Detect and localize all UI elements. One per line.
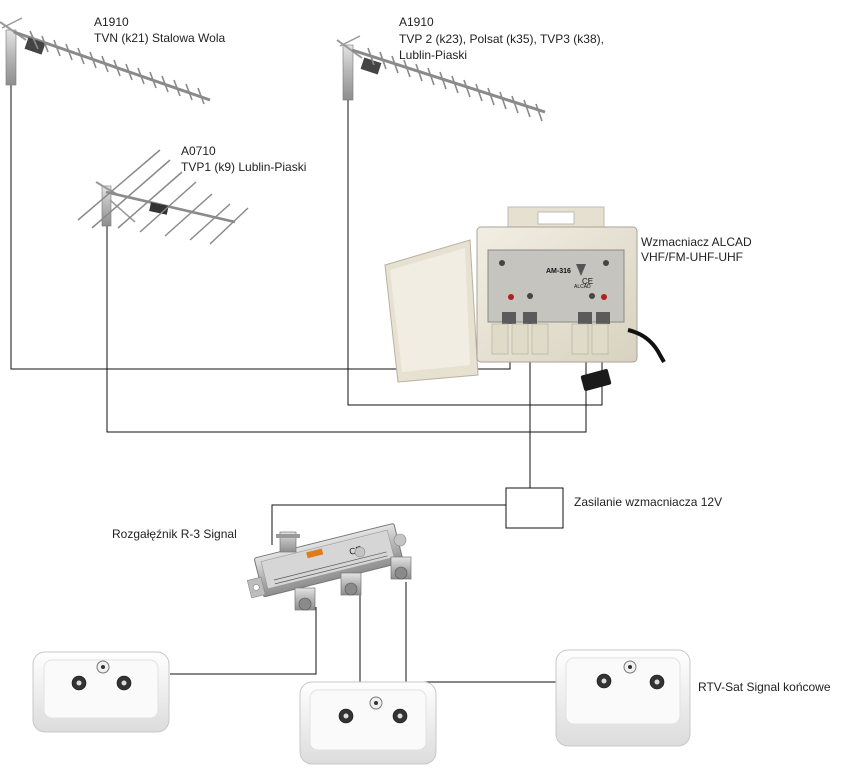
cable-lublin-antenna [347, 96, 603, 406]
antenna-tvn-a1910 [0, 17, 211, 105]
amplifier-model-text: AM-316 [546, 268, 571, 275]
splitter-r3-signal: CE [246, 523, 412, 611]
alcad-logo-icon [576, 264, 586, 276]
wall-outlet-left [32, 651, 170, 733]
cable-splitter-outlet-left [170, 607, 317, 675]
antenna-vhf-model-label: A0710 [181, 144, 216, 158]
amplifier-ce-text: CE [582, 277, 593, 286]
amplifier-brand-text: ALCAD [574, 284, 591, 290]
cable-power-to-splitter [271, 504, 506, 545]
splitter-output-connector-2 [340, 572, 362, 596]
power-supply-box [505, 487, 564, 529]
antenna-lublin-location-label: Lublin-Piaski [399, 48, 468, 62]
antenna-lublin-channels-label: TVP 2 (k23), Polsat (k35), TVP3 (k38), [399, 32, 604, 46]
antenna-tvn-channels-label: TVN (k21) Stalowa Wola [94, 31, 226, 45]
amplifier-alcad: AM-316 ALCAD CE [384, 206, 666, 391]
antenna-lublin-model-label: A1910 [399, 15, 434, 29]
splitter-output-connector-1 [294, 587, 316, 611]
indicator-led-right [601, 294, 607, 300]
splitter-input-connector [276, 531, 300, 553]
antenna-vhf-channels-label: TVP1 (k9) Lublin-Piaski [181, 160, 307, 174]
amplifier-bands-label: VHF/FM-UHF-UHF [641, 250, 743, 264]
indicator-led-left [508, 294, 514, 300]
amplifier-label: Wzmacniacz ALCAD [641, 235, 752, 249]
splitter-label: Rozgałęźnik R-3 Signal [112, 527, 237, 541]
cable-splitter-outlet-right [405, 582, 560, 683]
splitter-output-connector-3 [390, 556, 412, 580]
wall-outlet-right [555, 649, 691, 747]
power-supply-label: Zasilanie wzmacniacza 12V [574, 495, 723, 509]
outlets-label: RTV-Sat Signal końcowe [698, 680, 831, 694]
wall-outlet-middle [299, 681, 437, 765]
antenna-lublin-a1910 [336, 35, 546, 122]
antenna-tvn-model-label: A1910 [94, 15, 129, 29]
antenna-vhf-a0710 [77, 149, 249, 245]
